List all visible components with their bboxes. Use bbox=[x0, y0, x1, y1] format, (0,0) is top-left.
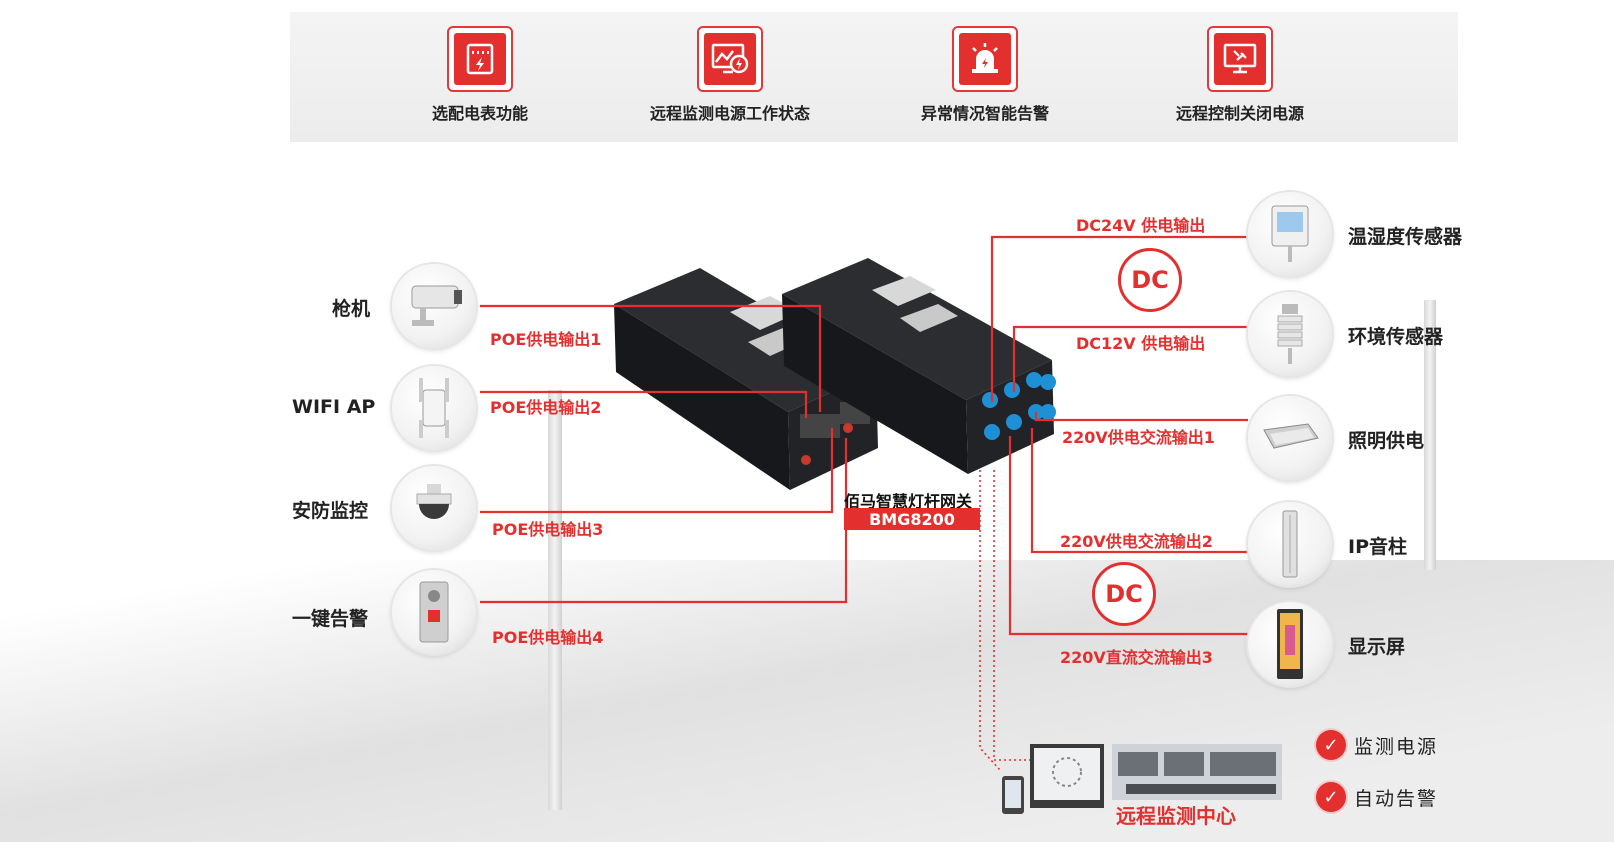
output-label: POE供电输出4 bbox=[492, 628, 604, 647]
wifi-ap-icon bbox=[419, 378, 449, 438]
street-pole-left bbox=[548, 390, 562, 810]
monitor-center-label: 远程监测中心 bbox=[1116, 804, 1236, 828]
monitor-chart-icon bbox=[697, 26, 763, 92]
device-label: IP音柱 bbox=[1348, 536, 1407, 558]
device-environment-sensor bbox=[1248, 292, 1332, 376]
output-label: POE供电输出2 bbox=[490, 398, 602, 417]
device-label: WIFI AP bbox=[292, 396, 376, 418]
thermometer-display-icon bbox=[1271, 205, 1309, 262]
device-street-light bbox=[1248, 396, 1332, 480]
device-wifi-ap bbox=[392, 366, 476, 450]
output-label: 220V供电交流输出1 bbox=[1062, 428, 1215, 447]
remote-control-icon bbox=[1207, 26, 1273, 92]
output-label: 220V供电交流输出2 bbox=[1060, 532, 1213, 551]
check-label: 自动告警 bbox=[1354, 787, 1439, 810]
street-pole-right bbox=[1424, 300, 1436, 570]
dc-badge: DC bbox=[1118, 248, 1182, 312]
speaker-column-icon bbox=[1282, 510, 1298, 578]
output-label: 220V直流交流输出3 bbox=[1060, 648, 1213, 667]
check-circle-icon: ✓ bbox=[1316, 782, 1346, 812]
feature-remote: 远程控制关闭电源 bbox=[1130, 26, 1350, 124]
display-screen-icon bbox=[1277, 609, 1303, 679]
check-item-monitor-power: ✓ 监测电源 bbox=[1316, 730, 1438, 760]
dc-badge: DC bbox=[1092, 562, 1156, 626]
device-dome-camera bbox=[392, 466, 476, 550]
device-label: 一键告警 bbox=[292, 608, 369, 630]
device-alarm-box bbox=[392, 570, 476, 654]
meter-icon bbox=[447, 26, 513, 92]
check-label: 监测电源 bbox=[1354, 735, 1439, 758]
feature-alarm: 异常情况智能告警 bbox=[875, 26, 1095, 124]
device-label: 温湿度传感器 bbox=[1348, 226, 1463, 248]
device-bullet-camera bbox=[392, 264, 476, 348]
camera-icon bbox=[411, 285, 462, 326]
gateway-unit-2 bbox=[782, 258, 1056, 474]
feature-label: 选配电表功能 bbox=[431, 104, 528, 123]
device-label: 显示屏 bbox=[1348, 636, 1406, 658]
output-label: POE供电输出1 bbox=[490, 330, 602, 349]
feature-label: 远程控制关闭电源 bbox=[1175, 104, 1304, 123]
check-item-auto-alarm: ✓ 自动告警 bbox=[1316, 782, 1438, 812]
output-label: POE供电输出3 bbox=[492, 520, 604, 539]
gateway-name: 佰马智慧灯杆网关 bbox=[844, 492, 973, 511]
device-label: 安防监控 bbox=[292, 500, 369, 522]
feature-label: 异常情况智能告警 bbox=[920, 104, 1049, 123]
alarm-siren-icon bbox=[952, 26, 1018, 92]
monitor-center-art bbox=[1002, 744, 1282, 814]
output-label: DC24V 供电输出 bbox=[1076, 216, 1206, 235]
device-temp-humidity-sensor bbox=[1248, 192, 1332, 276]
gateway-model: BMG8200 bbox=[844, 508, 980, 530]
feature-monitor: 远程监测电源工作状态 bbox=[620, 26, 840, 124]
weather-station-icon bbox=[1277, 304, 1303, 364]
device-label: 环境传感器 bbox=[1348, 326, 1444, 348]
street-light-icon bbox=[1263, 423, 1319, 449]
device-display-screen bbox=[1248, 602, 1332, 686]
dome-camera-icon bbox=[416, 484, 452, 519]
device-label: 照明供电 bbox=[1348, 430, 1425, 452]
check-circle-icon: ✓ bbox=[1316, 730, 1346, 760]
device-label: 枪机 bbox=[332, 298, 371, 320]
output-label: DC12V 供电输出 bbox=[1076, 334, 1206, 353]
feature-meter: 选配电表功能 bbox=[370, 26, 590, 124]
alarm-box-icon bbox=[419, 581, 449, 643]
device-ip-speaker bbox=[1248, 502, 1332, 586]
feature-label: 远程监测电源工作状态 bbox=[649, 104, 810, 123]
feature-banner: 选配电表功能 远程监测电源工作状态 异常情况智能告警 远程控制关闭电源 bbox=[290, 12, 1458, 142]
